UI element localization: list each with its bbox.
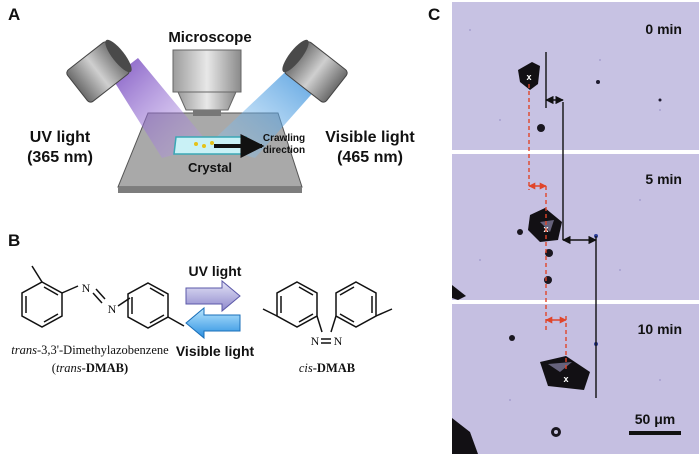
frame-separator [452,300,699,304]
crystal-dot [194,142,198,146]
time-label-0: 0 min [645,21,682,37]
particle [537,124,545,132]
crystal-0min [518,62,540,90]
cis-name-rest: -DMAB [313,361,355,375]
crystal-label: Crystal [188,160,232,175]
panel-b: B N N trans-3,3'-Dimethylazobenzene (tra… [8,231,393,375]
crawling-label-2: direction [263,145,305,156]
panel-c: C x x x [428,2,699,454]
visible-beam [208,58,326,158]
microscope-label: Microscope [168,29,251,46]
uv-lamp [66,39,132,103]
uv-light-label: UV light [30,129,91,146]
reverse-arrow [185,306,241,340]
cis-n2: N [334,334,343,348]
visible-lamp [282,39,348,103]
panel-c-label: C [428,5,440,24]
objective-tip [177,91,237,111]
crawling-label-1: Crawling [263,133,305,144]
trans-name-prefix: trans [11,343,37,357]
time-label-10: 10 min [638,321,682,337]
crystal-facet [548,362,572,372]
particle [545,249,553,257]
visible-arrow-label: Visible light [176,343,255,359]
trans-abbr: (trans-DMAB) [52,361,128,375]
objective-lens [193,110,221,116]
cis-n1: N [311,334,320,348]
forward-arrow [185,279,241,313]
particle [658,98,662,102]
marker-10min: x [563,374,568,384]
crystal-dot [202,144,206,148]
uv-beam [112,58,210,158]
particle [596,80,600,84]
trans-name: trans-3,3'-Dimethylazobenzene [11,343,169,357]
crystal-dot [210,141,214,145]
time-label-5: 5 min [645,171,682,187]
panel-a-label: A [8,5,20,24]
micrograph-texture [469,29,661,401]
frame-separator [452,150,699,154]
micrograph-frame-5min [452,154,699,300]
micrograph-frame-0min [452,2,699,150]
trans-dmab-structure [21,265,185,329]
uv-wavelength-label: (365 nm) [27,149,93,166]
panel-a: A Microscope Crystal Crawling direction [8,5,415,193]
trans-abbr-rest: -DMAB) [82,361,129,375]
particle [517,229,523,235]
crystal-facet [540,220,554,232]
trans-name-rest: -3,3'-Dimethylazobenzene [37,343,169,357]
scale-bar-label: 50 μm [635,411,675,427]
marker-0min: x [526,72,531,82]
cis-name-prefix: cis [299,361,313,375]
uv-arrow-label: UV light [189,263,242,279]
scale-bar [629,431,681,435]
visible-wavelength-label: (465 nm) [337,149,403,166]
trans-n1: N [82,281,91,295]
objective-body [172,49,242,93]
particle [544,276,552,284]
particle [509,335,515,341]
panel-b-label: B [8,231,20,250]
cis-dmab-structure [262,281,393,344]
stage-edge [118,187,302,193]
edge-crystal [452,285,466,300]
red-guides [528,84,567,372]
trans-n2: N [108,302,117,316]
trans-abbr-open: ( [52,361,56,375]
trans-abbr-prefix: trans [56,361,82,375]
visible-light-label: Visible light [325,129,415,146]
cis-name: cis-DMAB [299,361,355,375]
particle-highlight [554,430,558,434]
edge-crystal [452,418,478,454]
